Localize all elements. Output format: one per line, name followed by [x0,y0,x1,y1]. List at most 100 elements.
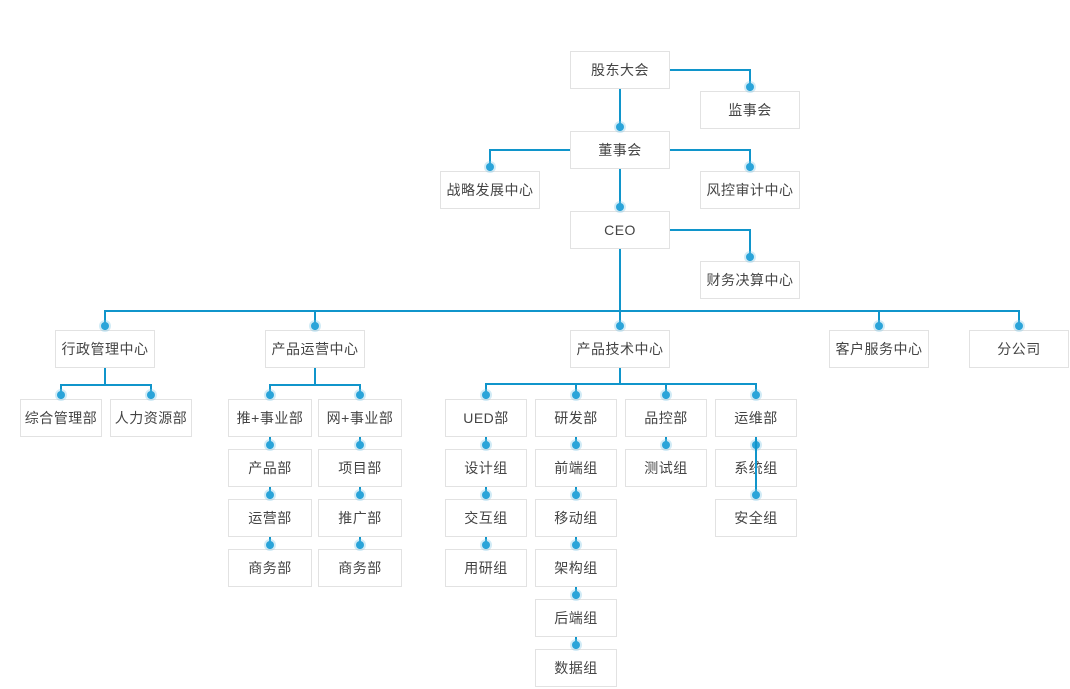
edge-product-technology-center-to-rnd-dept [575,368,621,399]
edge-admin-management-center-to-human-resources-dept [104,368,152,399]
edge-endpoint-dot-user-research-group [482,541,490,549]
node-label: 安全组 [734,510,778,526]
edge-endpoint-dot-rnd-dept [572,391,580,399]
edge-endpoint-dot-system-group [752,441,760,449]
node-testing-group: 测试组 [625,449,707,487]
edge-product-operations-center-to-tui-business-unit [269,368,316,399]
node-label: 推广部 [338,510,382,526]
edge-endpoint-dot-strategy-development-center [486,163,494,171]
edge-endpoint-dot-business-dept-1 [266,541,274,549]
node-architecture-group: 架构组 [535,549,617,587]
edge-board-of-directors-to-risk-audit-center [670,149,751,171]
node-label: 移动组 [554,510,598,526]
node-product-dept: 产品部 [228,449,312,487]
node-label: 产品部 [248,460,292,476]
node-frontend-group: 前端组 [535,449,617,487]
edge-endpoint-dot-human-resources-dept [147,391,155,399]
node-finance-settlement-center: 财务决算中心 [700,261,800,299]
node-label: 商务部 [248,560,292,576]
node-ops-maintenance-dept: 运维部 [715,399,797,437]
node-label: 网+事业部 [326,410,394,426]
node-interaction-group: 交互组 [445,499,527,537]
node-label: 测试组 [644,460,688,476]
node-label: UED部 [463,410,509,426]
node-label: 风控审计中心 [706,182,794,198]
edge-endpoint-dot-business-dept-2 [356,541,364,549]
edge-endpoint-dot-finance-settlement-center [746,253,754,261]
edge-endpoint-dot-branch-company [1015,322,1023,330]
edge-endpoint-dot-tui-business-unit [266,391,274,399]
node-user-research-group: 用研组 [445,549,527,587]
node-label: 商务部 [338,560,382,576]
edge-endpoint-dot-testing-group [662,441,670,449]
edge-endpoint-dot-ops-maintenance-dept [752,391,760,399]
node-wang-business-unit: 网+事业部 [318,399,402,437]
edge-endpoint-dot-promotion-dept [356,491,364,499]
edge-endpoint-dot-product-operations-center [311,322,319,330]
node-label: CEO [604,222,636,238]
edge-ceo-to-admin-management-center [104,249,621,330]
edge-product-technology-center-to-ued-dept [485,368,621,399]
edge-admin-management-center-to-general-management-dept [60,368,106,399]
node-label: 用研组 [464,560,508,576]
node-label: 客户服务中心 [835,341,923,357]
node-admin-management-center: 行政管理中心 [55,330,155,368]
node-label: 行政管理中心 [61,341,149,357]
edge-endpoint-dot-product-technology-center [616,322,624,330]
node-label: 交互组 [464,510,508,526]
node-product-operations-center: 产品运营中心 [265,330,365,368]
edge-endpoint-dot-architecture-group [572,541,580,549]
edge-endpoint-dot-operations-dept [266,491,274,499]
node-backend-group: 后端组 [535,599,617,637]
node-business-dept-2: 商务部 [318,549,402,587]
edge-endpoint-dot-data-group [572,641,580,649]
edge-endpoint-dot-admin-management-center [101,322,109,330]
node-general-management-dept: 综合管理部 [20,399,102,437]
edge-endpoint-dot-backend-group [572,591,580,599]
edge-endpoint-dot-wang-business-unit [356,391,364,399]
node-customer-service-center: 客户服务中心 [829,330,929,368]
node-label: 监事会 [728,102,772,118]
node-strategy-development-center: 战略发展中心 [440,171,540,209]
node-board-of-directors: 董事会 [570,131,670,169]
node-label: 系统组 [734,460,778,476]
edge-endpoint-dot-frontend-group [572,441,580,449]
node-supervisory-board: 监事会 [700,91,800,129]
edge-endpoint-dot-board-of-directors [616,123,624,131]
node-label: 运维部 [734,410,778,426]
node-operations-dept: 运营部 [228,499,312,537]
node-label: 人力资源部 [114,410,188,426]
edge-ceo-to-product-operations-center [314,249,621,330]
edge-product-technology-center-to-ops-maintenance-dept [619,368,757,399]
node-human-resources-dept: 人力资源部 [110,399,192,437]
node-system-group: 系统组 [715,449,797,487]
node-mobile-group: 移动组 [535,499,617,537]
node-shareholders-meeting: 股东大会 [570,51,670,89]
edge-endpoint-dot-ceo [616,203,624,211]
edge-product-technology-center-to-quality-control-dept [619,368,667,399]
node-rnd-dept: 研发部 [535,399,617,437]
node-tui-business-unit: 推+事业部 [228,399,312,437]
node-label: 推+事业部 [236,410,304,426]
edge-shareholders-meeting-to-supervisory-board [670,69,751,91]
edge-endpoint-dot-general-management-dept [57,391,65,399]
node-product-technology-center: 产品技术中心 [570,330,670,368]
node-label: 股东大会 [591,62,649,78]
node-label: 分公司 [997,341,1041,357]
node-quality-control-dept: 品控部 [625,399,707,437]
node-label: 综合管理部 [24,410,98,426]
node-ceo: CEO [570,211,670,249]
node-business-dept-1: 商务部 [228,549,312,587]
node-data-group: 数据组 [535,649,617,687]
node-label: 战略发展中心 [446,182,534,198]
node-label: 架构组 [554,560,598,576]
node-label: 数据组 [554,660,598,676]
edge-endpoint-dot-design-group [482,441,490,449]
node-label: 品控部 [644,410,688,426]
edge-endpoint-dot-security-group [752,491,760,499]
edge-endpoint-dot-supervisory-board [746,83,754,91]
edge-ceo-to-branch-company [619,249,1020,330]
node-project-dept: 项目部 [318,449,402,487]
node-label: 后端组 [554,610,598,626]
